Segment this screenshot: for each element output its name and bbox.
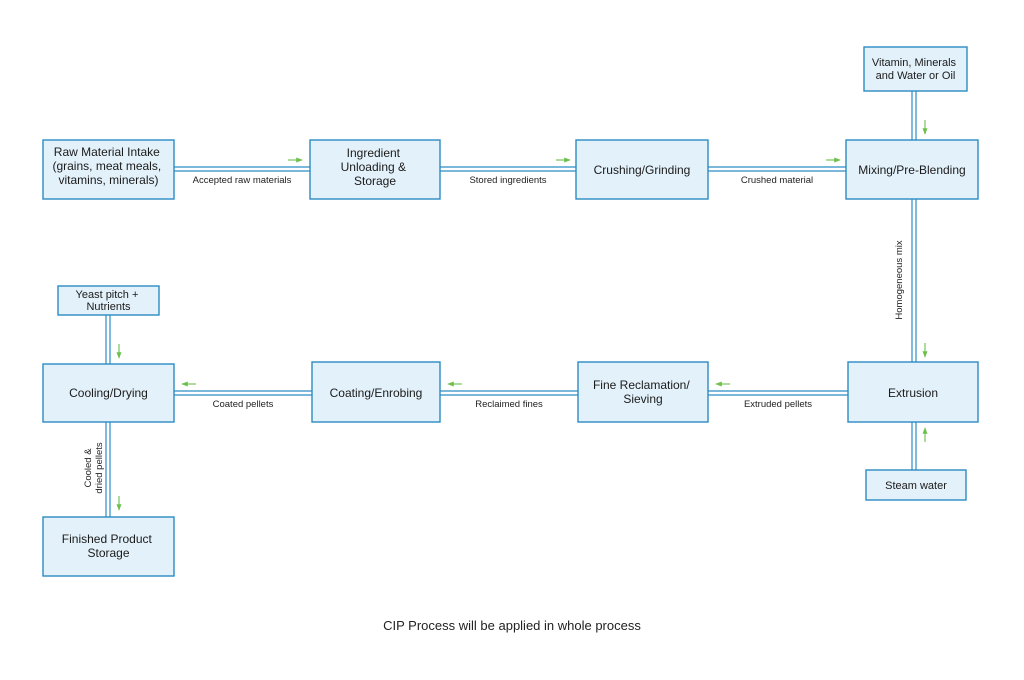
svg-text:Coating/Enrobing: Coating/Enrobing	[330, 386, 423, 400]
node-cooling-drying: Cooling/Drying	[42, 363, 175, 423]
node-extrusion: Extrusion	[847, 361, 979, 423]
svg-text:Steam water: Steam water	[885, 480, 947, 492]
svg-text:Cooling/Drying: Cooling/Drying	[69, 386, 148, 400]
edge-label-accepted-raw-materials: Accepted raw materials	[193, 175, 292, 186]
svg-text:Finished Product Storage: Finished Product Storage	[62, 532, 155, 560]
svg-text:Ingredient Unloading &: Ingredient Unloading & Storage	[341, 146, 410, 188]
edge-label-coated-pellets: Coated pellets	[213, 399, 274, 410]
svg-text:Vitamin, Minerals and Wa: Vitamin, Minerals and Water or Oil	[872, 57, 959, 82]
edge-label-cooled-dried-pellets: Cooled &dried pellets	[83, 442, 105, 493]
node-ingredient-storage: Ingredient Unloading & Storage	[309, 139, 441, 200]
node-raw-material-intake: Raw Material Intake (grains, meat meals,…	[42, 139, 175, 200]
node-yeast-input: Yeast pitch + Nutrients	[57, 285, 160, 316]
node-crushing-grinding: Crushing/Grinding	[575, 139, 709, 200]
connector-storage-crushing	[440, 166, 576, 172]
svg-text:Raw Material Intake (gra: Raw Material Intake (grains, meat meals,…	[52, 145, 164, 187]
edge-label-reclaimed-fines: Reclaimed fines	[475, 399, 543, 410]
connector-coating-cooling	[174, 390, 312, 396]
edge-label-extruded-pellets: Extruded pellets	[744, 399, 812, 410]
node-steam-water-input: Steam water	[865, 469, 967, 501]
edge-label-crushed-material: Crushed material	[741, 175, 813, 186]
connector-steam-extrusion	[911, 422, 917, 470]
footer-note: CIP Process will be applied in whole pro…	[383, 618, 641, 633]
connector-extrusion-reclamation	[708, 390, 848, 396]
connector-cooling-storage	[105, 422, 111, 517]
connector-reclamation-coating	[440, 390, 578, 396]
node-mixing-pre-blending: Mixing/Pre-Blending	[845, 139, 979, 200]
node-fine-reclamation-sieving: Fine Reclamation/ Sieving	[577, 361, 709, 423]
svg-text:Crushing/Grinding: Crushing/Grinding	[594, 163, 691, 177]
edge-label-homogeneous-mix: Homogeneous mix	[894, 240, 905, 319]
node-coating-enrobing: Coating/Enrobing	[311, 361, 441, 423]
connector-yeast-cooling	[105, 315, 111, 364]
node-vitamins-input: Vitamin, Minerals and Water or Oil	[863, 46, 968, 92]
svg-text:Extrusion: Extrusion	[888, 386, 938, 400]
connector-crushing-mixing	[708, 166, 846, 172]
node-finished-product-storage: Finished Product Storage	[42, 516, 175, 577]
connector-vitamins-mixing	[911, 91, 917, 140]
edge-label-stored-ingredients: Stored ingredients	[469, 175, 546, 186]
svg-text:Yeast pitch + Nutrients: Yeast pitch + Nutrients	[76, 289, 142, 313]
connector-mixing-extrusion	[911, 199, 917, 362]
connector-intake-storage	[174, 166, 310, 172]
svg-text:Fine Reclamation/ Sievin: Fine Reclamation/ Sieving	[593, 378, 693, 406]
svg-text:Mixing/Pre-Blending: Mixing/Pre-Blending	[858, 163, 965, 177]
